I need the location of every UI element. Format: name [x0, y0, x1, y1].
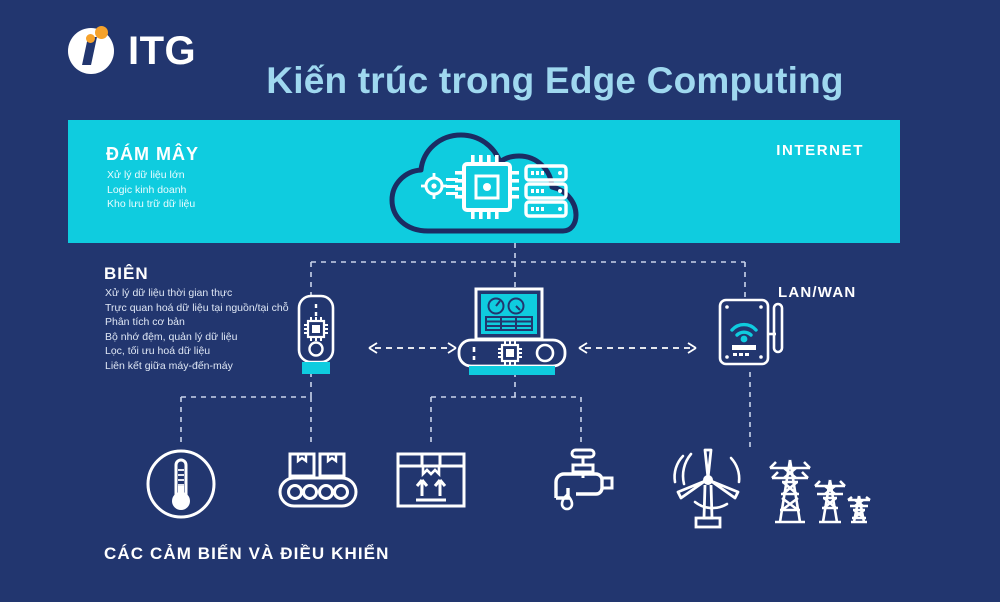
logo-dot-small [86, 34, 95, 43]
edge-feature-item: Xử lý dữ liệu thời gian thực [105, 287, 233, 299]
power-grid [768, 448, 872, 528]
lan-wan-label: LAN/WAN [778, 284, 857, 301]
wifi-router-with-antenna-icon [718, 298, 784, 366]
edge-feature-item: Bộ nhớ đệm, quản lý dữ liệu [105, 330, 238, 343]
lan-wan-router [718, 296, 788, 368]
open-box-with-up-arrows-icon [396, 452, 466, 508]
edge-feature-item: Lọc, tối ưu hoá dữ liệu [105, 345, 211, 358]
internet-label: INTERNET [776, 142, 864, 159]
brand-wordmark: ITG [128, 29, 197, 73]
edge-heading: BIÊN [104, 264, 149, 283]
package-handling [396, 448, 466, 510]
edge-feature-item: Phân tích cơ bản [105, 316, 185, 329]
edge-feature-item: Trực quan hoá dữ liệu tại nguồn/tại chỗ [105, 301, 289, 314]
server-stack-glyph [524, 164, 568, 218]
faucet-with-drop-icon [554, 448, 614, 511]
gear-glyph [421, 173, 447, 199]
sensors-caption: CÁC CẢM BIẾN VÀ ĐIỀU KHIỂN [104, 544, 390, 563]
cloud-feature-list: Xử lý dữ liệu lớn Logic kinh doanh Kho l… [107, 168, 195, 212]
conveyor-belt-with-boxes-icon [278, 452, 358, 508]
monitor-dashboard-over-gateway-box-icon [457, 287, 567, 375]
temperature-sensor [145, 448, 217, 520]
water-valve [548, 448, 616, 516]
page-title: Kiến trúc trong Edge Computing [266, 60, 844, 101]
chip-glyph [455, 155, 519, 219]
brand-logo: ITG [68, 20, 308, 78]
edge-gateway [457, 287, 575, 376]
cloud-layer-band: ĐÁM MÂY Xử lý dữ liệu lớn Logic kinh doa… [68, 120, 900, 243]
cloud-feature-item: Kho lưu trữ dữ liệu [107, 198, 196, 210]
logo-dot-large [95, 26, 108, 39]
edge-sensor-node [296, 294, 336, 374]
edge-feature-list: Xử lý dữ liệu thời gian thực Trực quan h… [105, 286, 289, 374]
edge-feature-item: Liên kết giữa máy-đến-máy [105, 359, 233, 372]
itg-circle-i-logo-icon [68, 26, 114, 74]
thermometer-in-circle-icon [146, 449, 216, 519]
cloud-feature-item: Logic kinh doanh [107, 183, 187, 196]
vertical-device-with-chip-icon [297, 294, 335, 374]
cloud-with-chip-and-server-icon [389, 132, 579, 234]
cloud-feature-item: Xử lý dữ liệu lớn [107, 169, 185, 181]
cloud-heading: ĐÁM MÂY [106, 144, 199, 164]
transmission-towers-icon [769, 459, 871, 524]
wind-turbine-icon [673, 448, 741, 529]
wind-turbine [665, 448, 751, 532]
conveyor-belt [278, 448, 358, 510]
